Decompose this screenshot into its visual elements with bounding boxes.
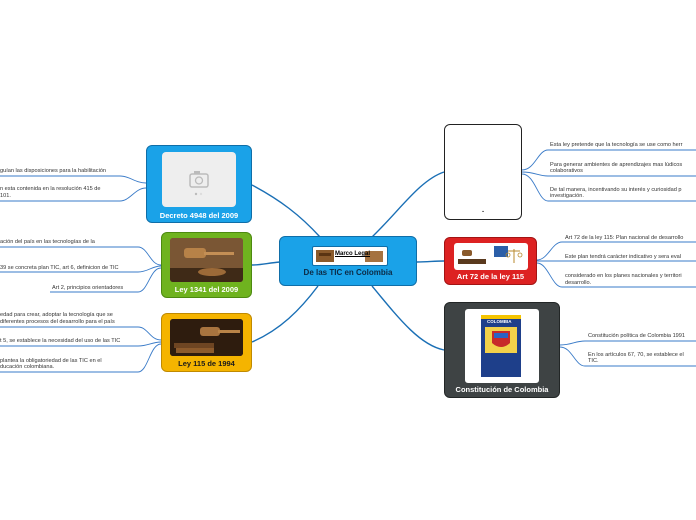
link-decreto: [251, 184, 321, 238]
leaf-ley115-1[interactable]: edad para crear, adoptar la tecnología q…: [0, 312, 113, 318]
leaf-ley1341-2[interactable]: 39 se concreta plan TIC, art 6, definici…: [0, 265, 119, 271]
leaf-ley115-2[interactable]: diferentes procesos del desarrollo para …: [0, 319, 115, 325]
leaf-art72-3[interactable]: considerado en los planes nacionales y t…: [565, 273, 682, 279]
branch-ley115[interactable]: Ley 115 de 1994: [161, 313, 252, 372]
branch-title: Art 72 de la ley 115: [456, 272, 525, 281]
justice-image: [454, 243, 528, 270]
image-placeholder: [162, 152, 236, 207]
branch-blank[interactable]: .: [444, 124, 522, 220]
branch-title: Constitución de Colombia: [455, 385, 549, 394]
leaf-ley1341-3[interactable]: Art 2, principios orientadores: [52, 285, 124, 291]
leaf-decreto-2[interactable]: n esta contenida en la resolución 415 de: [0, 186, 101, 192]
book-label: COLOMBIA: [487, 319, 512, 324]
link-ley115: [251, 285, 319, 343]
leaf-blank-2[interactable]: Para generar ambientes de aprendizajes m…: [550, 162, 683, 168]
leaf-art72-1[interactable]: Art 72 de la ley 115: Plan nacional de d…: [565, 235, 684, 241]
branch-title: Ley 115 de 1994: [178, 359, 235, 368]
link-art72: [416, 260, 445, 263]
justice-scale-icon: [458, 246, 523, 264]
leaf-constitucion-2[interactable]: En los artículos 67, 70, se establece el: [588, 352, 684, 358]
leaf-decreto-1[interactable]: guían las disposiciones para la habilita…: [0, 168, 107, 174]
constitution-book-icon: [481, 315, 521, 377]
leaf-ley115-4[interactable]: plantea la obligatoriedad de las TIC en …: [0, 358, 102, 364]
branch-ley1341[interactable]: Ley 1341 del 2009: [161, 232, 252, 298]
marco-legal-banner: Marco Legal: [312, 246, 388, 266]
branch-decreto[interactable]: Decreto 4948 del 2009: [146, 145, 252, 223]
branch-title: .: [481, 205, 485, 214]
constitution-image: COLOMBIA: [465, 309, 539, 383]
branch-title: Ley 1341 del 2009: [174, 285, 239, 294]
branch-title: Decreto 4948 del 2009: [159, 211, 239, 220]
leaf-ley115-5[interactable]: ducación colombiana.: [0, 364, 55, 370]
central-title: De las TIC en Colombia: [303, 268, 393, 277]
leaf-decreto-3[interactable]: 101.: [0, 193, 11, 199]
leaf-ley1341-1[interactable]: ación del país en las tecnologías de la: [0, 239, 95, 245]
central-topic[interactable]: Marco Legal De las TIC en Colombia: [279, 236, 417, 286]
leaf-constitucion-1[interactable]: Constitución política de Colombia 1991: [588, 333, 686, 339]
gavel-icon: [170, 238, 243, 282]
camera-icon: [189, 171, 209, 196]
gavel-image: [170, 238, 243, 282]
gavel-books-icon: [170, 319, 243, 356]
leaf-constitucion-3[interactable]: TIC.: [588, 358, 599, 364]
leaf-art72-2[interactable]: Este plan tendrá carácter indicativo y s…: [565, 254, 681, 260]
link-ley1341: [251, 261, 281, 266]
gavel-icon: [316, 250, 383, 262]
leaf-art72-4[interactable]: desarrollo.: [565, 280, 592, 286]
leaf-blank-3[interactable]: colaborativos: [550, 168, 583, 174]
branch-art72[interactable]: Art 72 de la ley 115: [444, 237, 537, 285]
leaf-blank-4[interactable]: De tal manera, incentivando su interés y…: [550, 187, 682, 193]
link-constitucion: [371, 285, 445, 351]
branch-constitucion[interactable]: COLOMBIA Constitución de Colombia: [444, 302, 560, 398]
banner-label: Marco Legal: [335, 251, 371, 257]
leaf-blank-1[interactable]: Esta ley pretende que la tecnología se u…: [550, 142, 683, 148]
gavel-books-image: [170, 319, 243, 356]
leaf-ley115-3[interactable]: t 5, se establece la necesidad del uso d…: [0, 338, 121, 344]
leaf-blank-5[interactable]: investigación.: [550, 193, 584, 199]
link-blank: [371, 171, 445, 238]
